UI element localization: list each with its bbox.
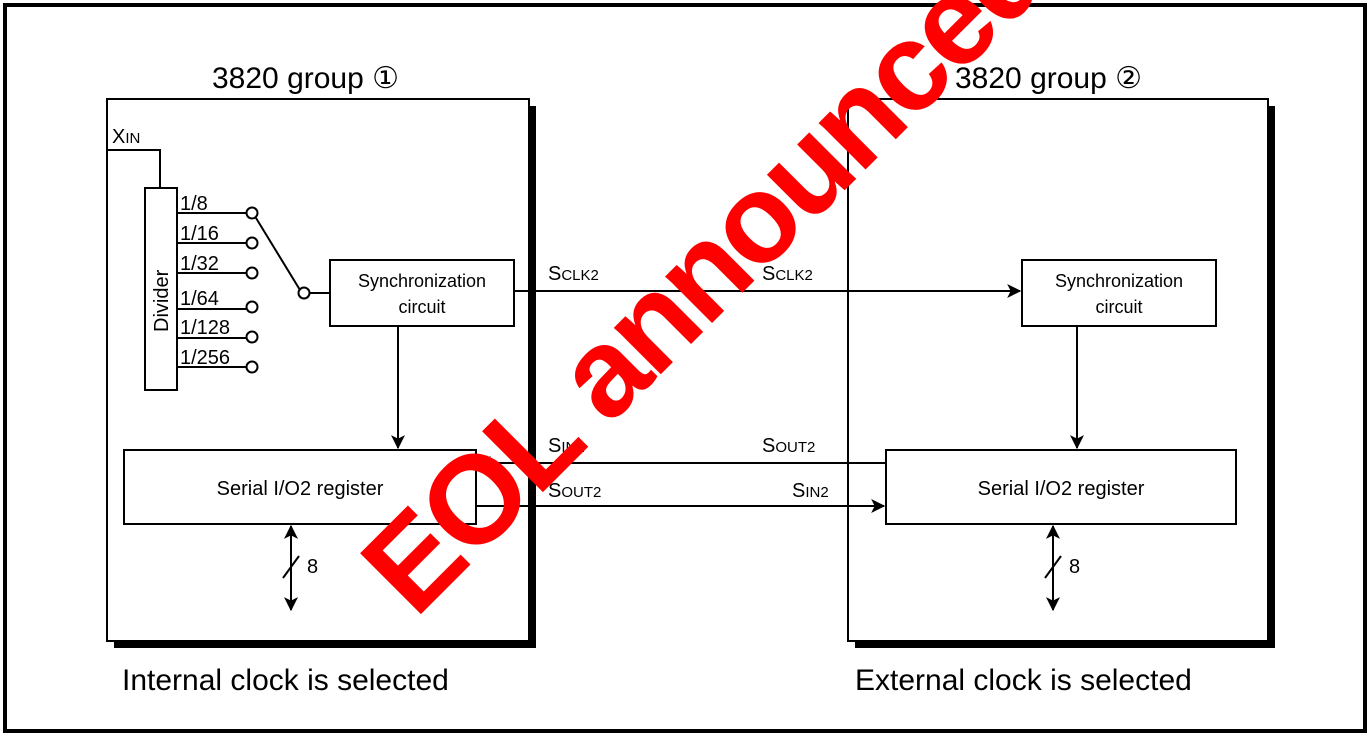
tap-label-2: 1/16 xyxy=(180,223,219,245)
right-bus-width: 8 xyxy=(1069,556,1080,578)
right-sync-label-1: Synchronization xyxy=(1055,271,1183,291)
left-sync-box xyxy=(329,259,515,327)
selector-switch-pivot xyxy=(297,286,311,300)
tap-contact-5 xyxy=(245,330,259,344)
sin-left-label: SIN2 xyxy=(548,435,585,457)
left-chip-caption: Internal clock is selected xyxy=(122,664,449,697)
tap-label-4: 1/64 xyxy=(180,288,219,310)
sclk-right-label: SCLK2 xyxy=(762,263,813,285)
right-register-label: Serial I/O2 register xyxy=(978,478,1145,500)
tap-contact-1 xyxy=(245,206,259,220)
divider-box xyxy=(144,187,178,391)
left-bus-width: 8 xyxy=(307,556,318,578)
left-sync-label-2: circuit xyxy=(398,297,445,317)
divider-label: Divider xyxy=(151,269,173,332)
right-sync-box xyxy=(1021,259,1217,327)
xin-line xyxy=(107,149,161,188)
tap-label-6: 1/256 xyxy=(180,347,230,369)
tap-label-3: 1/32 xyxy=(180,253,219,275)
sout-left-label: SOUT2 xyxy=(548,480,601,502)
xin-label: XIN xyxy=(112,126,140,148)
right-register-box xyxy=(885,449,1237,525)
tap-contact-4 xyxy=(245,300,259,314)
tap-label-1: 1/8 xyxy=(180,193,208,215)
left-sync-label-1: Synchronization xyxy=(358,271,486,291)
left-chip: 3820 group ① XIN Divider 1/8 1/16 1/32 1… xyxy=(106,62,536,697)
right-bus-slash xyxy=(1044,555,1062,579)
tap-contact-3 xyxy=(245,266,259,280)
right-sync-label-2: circuit xyxy=(1095,297,1142,317)
right-chip: 3820 group ② Synchronization circuit Ser… xyxy=(847,62,1275,697)
sclk-left-label: SCLK2 xyxy=(548,263,599,285)
tap-label-5: 1/128 xyxy=(180,317,230,339)
right-chip-caption: External clock is selected xyxy=(855,664,1192,697)
selector-switch-arm xyxy=(255,217,301,291)
right-chip-title: 3820 group ② xyxy=(955,62,1142,95)
tap-contact-6 xyxy=(245,360,259,374)
divider-taps: 1/8 1/16 1/32 1/64 1/128 1/256 xyxy=(177,193,259,374)
tap-contact-2 xyxy=(245,236,259,250)
left-register-box xyxy=(123,449,477,525)
left-bus-slash xyxy=(282,555,300,579)
left-chip-title: 3820 group ① xyxy=(212,62,399,95)
left-register-label: Serial I/O2 register xyxy=(217,478,384,500)
interconnect-signals: SCLK2 SCLK2 SIN2 SOUT2 SOUT2 SIN2 xyxy=(476,263,1022,513)
sin-right-label: SIN2 xyxy=(792,480,829,502)
sout-right-label: SOUT2 xyxy=(762,435,815,457)
